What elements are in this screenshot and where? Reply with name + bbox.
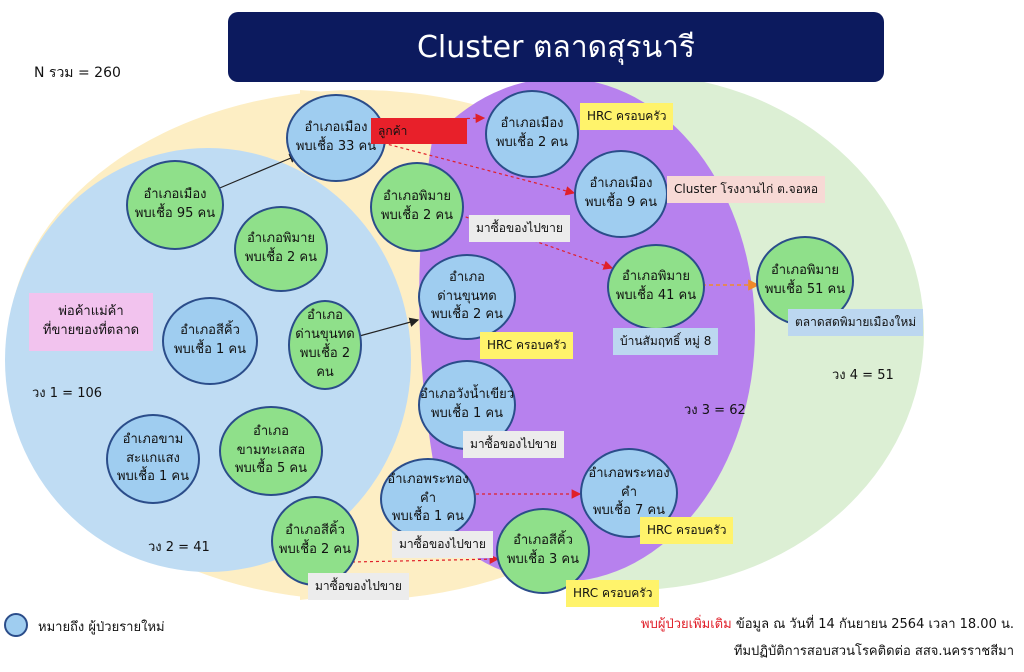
tag-hrc-family: HRC ครอบครัว — [580, 103, 674, 130]
node-line: อำเภอขาม — [122, 431, 184, 447]
tag-hrc-family: HRC ครอบครัว — [480, 332, 574, 359]
node-line: พบเชื้อ 5 คน — [234, 461, 307, 477]
node-r1-kham-thale-so: อำเภอขามทะเลสอ พบเชื้อ 5 คน — [219, 406, 323, 496]
total-count: N รวม = 260 — [34, 65, 121, 81]
footer-team: ทีมปฏิบัติการสอบสวนโรคติดต่อ สสจ.นครราชส… — [733, 644, 1014, 659]
node-line: อำเภอเมือง — [589, 176, 653, 192]
legend-label: หมายถึง ผู้ป่วยรายใหม่ — [38, 620, 165, 635]
node-line: อำเภอเมือง — [304, 120, 368, 136]
ring-2-label: วง 2 = 41 — [148, 540, 210, 555]
edge-r1mueang-r2mueang — [214, 153, 300, 191]
ring-3-label: วง 3 = 62 — [684, 403, 746, 418]
node-line: พบเชื้อ 2 คน — [430, 307, 503, 323]
ring-1-label: วง 1 = 106 — [32, 386, 103, 401]
node-r2-phimai: อำเภอพิมาย พบเชื้อ 2 คน — [370, 162, 464, 252]
node-line: อำเภอพิมาย — [383, 189, 451, 205]
node-line: พบเชื้อ 2 คน — [278, 542, 351, 557]
node-r2-phrathongkham: อำเภอพระทองคำ พบเชื้อ 1 คน — [380, 458, 476, 540]
node-r1-dankhunthot: อำเภอ ด่านขุนทด พบเชื้อ 2 คน — [288, 300, 362, 390]
tag-hrc-family: HRC ครอบครัว — [566, 580, 660, 607]
vendor-label-line2: ที่ขายของที่ตลาด — [42, 323, 140, 338]
node-line: อำเภอสีคิ้ว — [180, 323, 240, 339]
node-line: พบเชื้อ 33 คน — [295, 139, 377, 154]
node-line: พบเชื้อ 41 คน — [615, 288, 697, 303]
node-line: พบเชื้อ 2 คน — [380, 208, 453, 223]
node-r1-phimai: อำเภอพิมาย พบเชื้อ 2 คน — [234, 206, 328, 292]
edge-r1dan-r2dan — [351, 317, 420, 339]
ring-4-label: วง 4 = 51 — [832, 368, 894, 383]
node-line: พบเชื้อ 3 คน — [506, 552, 579, 567]
node-line: สะแกแสง — [126, 450, 180, 466]
node-line: อำเภอพระทองคำ — [387, 471, 469, 506]
footer-highlight: พบผู้ป่วยเพิ่มเติม — [641, 617, 732, 632]
tag-hrc-family: HRC ครอบครัว — [640, 517, 734, 544]
tag-ban-samrit: บ้านสัมฤทธิ์ หมู่ 8 — [613, 328, 719, 355]
node-r3-phimai: อำเภอพิมาย พบเชื้อ 41 คน — [607, 244, 705, 330]
vendor-label-line1: พ่อค้าแม่ค้า — [58, 304, 124, 320]
node-line: พบเชื้อ 95 คน — [134, 206, 216, 221]
vendor-label: พ่อค้าแม่ค้า ที่ขายของที่ตลาด — [29, 293, 153, 351]
node-line: ด่านขุนทด — [437, 288, 497, 304]
footer-date: ข้อมูล ณ วันที่ 14 กันยายน 2564 เวลา 18.… — [731, 617, 1014, 632]
node-line: อำเภอสีคิ้ว — [513, 533, 573, 549]
node-line: อำเภอ — [307, 308, 343, 324]
node-line: อำเภอพิมาย — [622, 269, 690, 285]
node-r1-sikhio: อำเภอสีคิ้ว พบเชื้อ 1 คน — [162, 297, 258, 385]
tag-customer: ลูกค้า — [371, 118, 467, 144]
node-line: พบเชื้อ 2 คน — [299, 346, 351, 380]
footer-data-line: พบผู้ป่วยเพิ่มเติม ข้อมูล ณ วันที่ 14 กั… — [641, 613, 1014, 634]
edge-r2mueang-r3mueang9 — [382, 142, 576, 196]
node-line: พบเชื้อ 1 คน — [430, 406, 503, 421]
node-r3-sikhio: อำเภอสีคิ้ว พบเชื้อ 3 คน — [496, 508, 590, 594]
node-r3-mueang-2: อำเภอเมือง พบเชื้อ 2 คน — [485, 90, 579, 178]
node-line: อำเภอขามทะเลสอ — [236, 423, 306, 458]
node-line: พบเชื้อ 51 คน — [764, 282, 846, 297]
node-line: ด่านขุนทด — [295, 327, 355, 343]
node-line: อำเภอ — [449, 269, 485, 285]
node-line: พบเชื้อ 2 คน — [495, 135, 568, 150]
tag-buy-to-sell: มาซื้อของไปขาย — [469, 215, 570, 242]
node-line: อำเภอสีคิ้ว — [285, 523, 345, 539]
node-line: พบเชื้อ 1 คน — [173, 342, 246, 357]
node-line: พบเชื้อ 1 คน — [116, 469, 189, 485]
page-title: Cluster ตลาดสุรนารี — [416, 29, 696, 65]
node-line: อำเภอพระทองคำ — [588, 465, 670, 500]
node-line: พบเชื้อ 1 คน — [391, 509, 464, 525]
node-line: พบเชื้อ 2 คน — [244, 250, 317, 265]
tag-buy-to-sell: มาซื้อของไปขาย — [308, 573, 409, 600]
node-line: พบเชื้อ 9 คน — [584, 195, 657, 210]
node-r1-mueang: อำเภอเมือง พบเชื้อ 95 คน — [126, 160, 224, 250]
tag-buy-to-sell: มาซื้อของไปขาย — [392, 531, 493, 558]
node-line: อำเภอพิมาย — [247, 231, 315, 247]
tag-buy-to-sell: มาซื้อของไปขาย — [463, 431, 564, 458]
node-r2-dankhunthot: อำเภอ ด่านขุนทด พบเชื้อ 2 คน — [418, 254, 516, 340]
node-r1-kham-saenaeng: อำเภอขาม สะแกแสง พบเชื้อ 1 คน — [106, 414, 200, 504]
node-r2-mueang: อำเภอเมือง พบเชื้อ 33 คน — [286, 94, 386, 182]
tag-cluster-chicken-factory: Cluster โรงงานไก่ ต.จอหอ — [667, 176, 826, 203]
node-line: พบเชื้อ 7 คน — [592, 503, 665, 519]
legend-new-patient-icon — [4, 613, 28, 637]
node-line: อำเภอเมือง — [500, 116, 564, 132]
node-line: อำเภอพิมาย — [771, 263, 839, 279]
edge-r2sikhio-r3sikhio — [351, 554, 500, 564]
node-r2-sikhio: อำเภอสีคิ้ว พบเชื้อ 2 คน — [271, 496, 359, 586]
title-banner: Cluster ตลาดสุรนารี — [228, 12, 884, 82]
node-r3-mueang-9: อำเภอเมือง พบเชื้อ 9 คน — [574, 150, 668, 238]
node-line: อำเภอเมือง — [143, 187, 207, 203]
node-line: อำเภอวังน้ำเขียว — [420, 387, 515, 403]
tag-phimai-market: ตลาดสดพิมายเมืองใหม่ — [788, 309, 924, 336]
